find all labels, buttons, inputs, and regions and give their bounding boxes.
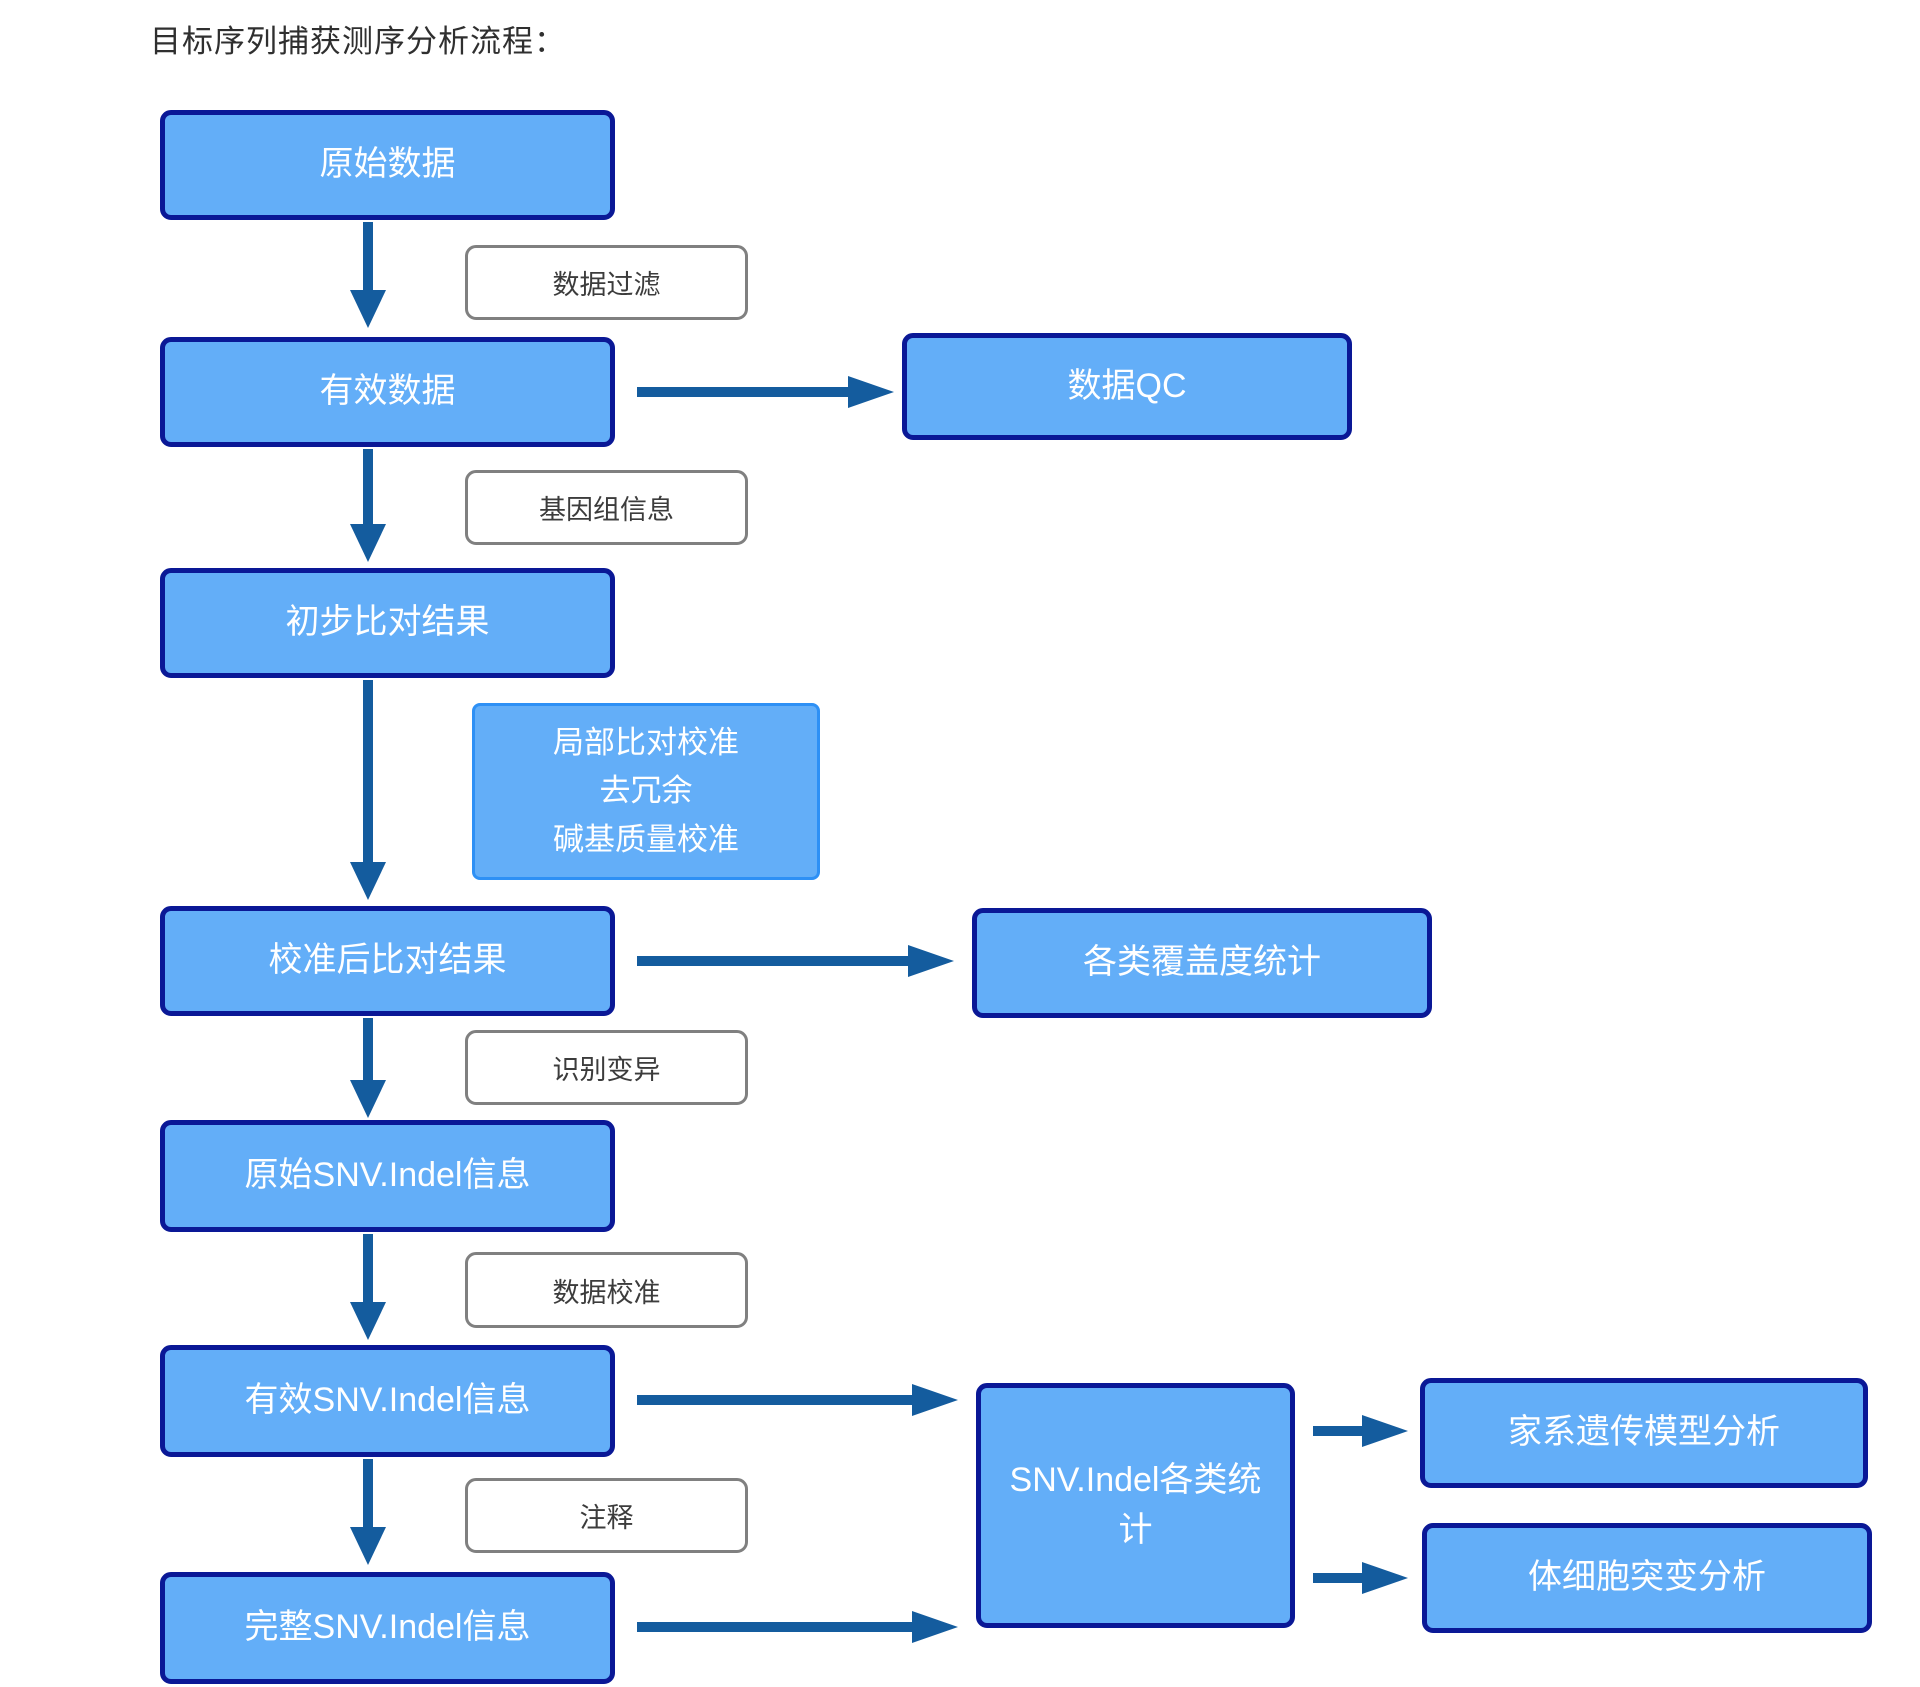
arrow-raw-to-valid-head bbox=[350, 290, 386, 328]
arrow-validsnv-to-stats-head bbox=[912, 1384, 958, 1416]
node-pedigree-model-analysis: 家系遗传模型分析 bbox=[1420, 1378, 1868, 1488]
node-coverage-stats: 各类覆盖度统计 bbox=[972, 908, 1432, 1018]
label-data-calibration: 数据校准 bbox=[465, 1252, 748, 1328]
node-somatic-mutation-analysis: 体细胞突变分析 bbox=[1422, 1523, 1872, 1633]
node-snv-indel-stats: SNV.Indel各类统计 bbox=[976, 1383, 1295, 1628]
arrow-stats-to-somatic-head bbox=[1362, 1562, 1408, 1594]
node-prelim-align: 初步比对结果 bbox=[160, 568, 615, 678]
page-title: 目标序列捕获测序分析流程： bbox=[150, 24, 566, 59]
node-raw-data: 原始数据 bbox=[160, 110, 615, 220]
arrow-calibrated-to-rawsnv-head bbox=[350, 1080, 386, 1118]
label-variant-calling: 识别变异 bbox=[465, 1030, 748, 1105]
arrow-valid-to-qc-head bbox=[848, 376, 894, 408]
arrow-raw-to-valid-shaft bbox=[363, 222, 373, 292]
arrow-calibrated-to-rawsnv-shaft bbox=[363, 1018, 373, 1082]
node-valid-data: 有效数据 bbox=[160, 337, 615, 447]
arrow-rawsnv-to-validsnv-shaft bbox=[363, 1234, 373, 1304]
arrow-validsnv-to-completesnv-head bbox=[350, 1527, 386, 1565]
arrow-prelim-to-calibrated-head bbox=[350, 862, 386, 900]
label-genome-info: 基因组信息 bbox=[465, 470, 748, 545]
arrow-valid-to-qc-shaft bbox=[637, 387, 848, 397]
arrow-completesnv-to-stats-head bbox=[912, 1611, 958, 1643]
label-data-filter: 数据过滤 bbox=[465, 245, 748, 320]
node-data-qc: 数据QC bbox=[902, 333, 1352, 440]
arrow-validsnv-to-stats-shaft bbox=[637, 1395, 912, 1405]
arrow-stats-to-somatic-shaft bbox=[1313, 1573, 1362, 1583]
arrow-valid-to-prelim-shaft bbox=[363, 449, 373, 525]
recalibration-step-line: 局部比对校准 bbox=[553, 725, 739, 761]
arrow-stats-to-pedigree-shaft bbox=[1313, 1426, 1362, 1436]
arrow-validsnv-to-completesnv-shaft bbox=[363, 1459, 373, 1529]
label-annotation: 注释 bbox=[465, 1478, 748, 1553]
arrow-stats-to-pedigree-head bbox=[1362, 1415, 1408, 1447]
arrow-calibrated-to-coverage-head bbox=[908, 945, 954, 977]
arrow-completesnv-to-stats-shaft bbox=[637, 1622, 912, 1632]
node-complete-snv-indel: 完整SNV.Indel信息 bbox=[160, 1572, 615, 1684]
label-recalibration-steps: 局部比对校准 去冗余 碱基质量校准 bbox=[472, 703, 820, 880]
arrow-rawsnv-to-validsnv-head bbox=[350, 1302, 386, 1340]
arrow-prelim-to-calibrated-shaft bbox=[363, 680, 373, 864]
node-raw-snv-indel: 原始SNV.Indel信息 bbox=[160, 1120, 615, 1232]
arrow-calibrated-to-coverage-shaft bbox=[637, 956, 908, 966]
node-calibrated-align: 校准后比对结果 bbox=[160, 906, 615, 1016]
arrow-valid-to-prelim-head bbox=[350, 524, 386, 562]
node-valid-snv-indel: 有效SNV.Indel信息 bbox=[160, 1345, 615, 1457]
recalibration-step-line: 去冗余 bbox=[599, 773, 693, 809]
recalibration-step-line: 碱基质量校准 bbox=[553, 821, 739, 857]
